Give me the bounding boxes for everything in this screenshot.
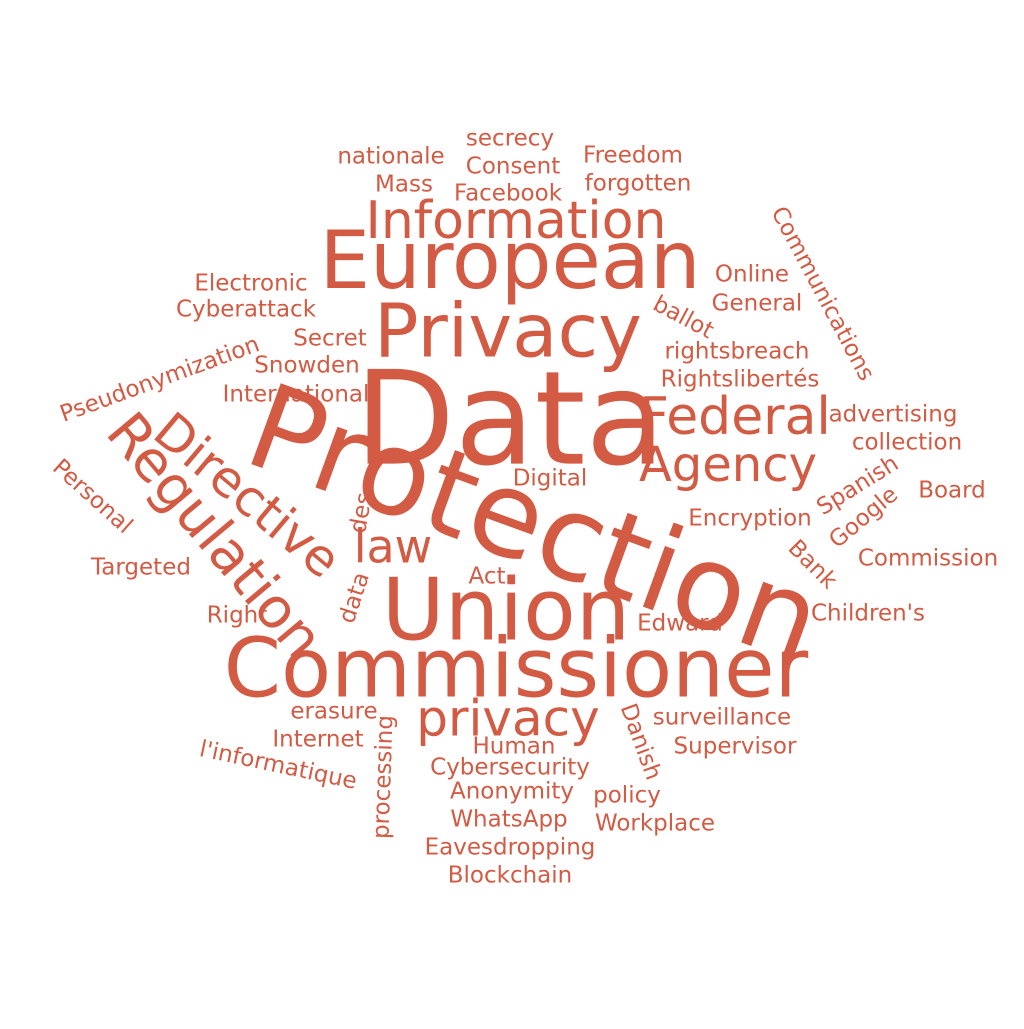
word-pseudonymization: Pseudonymization (57, 331, 263, 427)
word-secrecy: secrecy (466, 126, 554, 152)
word-board: Board (918, 478, 986, 504)
word-blockchain: Blockchain (448, 863, 573, 889)
word-cloud-words: DataProtectionUnionCommissionerEuropeanP… (47, 126, 998, 889)
word-information: Information (365, 191, 666, 251)
word-agency: Agency (639, 437, 817, 493)
word-law: law (354, 520, 433, 574)
word-rightsbreach: rightsbreach (664, 339, 809, 365)
word-privacy: Privacy (374, 289, 642, 375)
word-cyberattack: Cyberattack (176, 297, 317, 323)
word-secret: Secret (293, 326, 367, 352)
word-workplace: Workplace (595, 811, 715, 837)
word-processing: processing (368, 715, 398, 840)
word-supervisor: Supervisor (674, 734, 797, 760)
word-international: International (223, 382, 370, 408)
word-surveillance: surveillance (653, 705, 791, 731)
word-anonymity: Anonymity (450, 779, 574, 805)
word-online: Online (715, 262, 789, 288)
word-erasure: erasure (290, 699, 377, 725)
word-snowden: Snowden (254, 353, 359, 379)
word-union: Union (382, 560, 630, 660)
word-data: data (334, 569, 375, 626)
word-federal: Federal (639, 387, 831, 447)
word-encryption: Encryption (688, 506, 811, 532)
word-eavesdropping: Eavesdropping (425, 835, 596, 861)
word-right: Right (207, 603, 268, 629)
word-whatsapp: WhatsApp (450, 807, 567, 833)
word-policy: policy (593, 783, 661, 809)
word-privacy: privacy (416, 690, 600, 748)
word-commission: Commission (858, 546, 998, 572)
word-cybersecurity: Cybersecurity (430, 755, 590, 781)
word-mass: Mass (375, 172, 433, 198)
word-children-s: Children's (811, 601, 925, 627)
word-data: Data (355, 343, 665, 495)
word-human: Human (473, 734, 556, 760)
word-act: Act (469, 564, 506, 590)
word-facebook: Facebook (454, 181, 563, 207)
word-forgotten: forgotten (585, 171, 692, 197)
word-digital: Digital (513, 466, 588, 492)
word-freedom: Freedom (583, 143, 683, 169)
word-advertising: advertising (829, 402, 958, 428)
word-collection: collection (852, 430, 962, 456)
word-rightslibert-s: Rightslibertés (661, 367, 820, 393)
word-consent: Consent (466, 154, 560, 180)
word-general: General (712, 291, 803, 317)
word-commissioner: Commissioner (224, 621, 809, 716)
word-european: European (319, 214, 700, 307)
word-targeted: Targeted (90, 555, 191, 581)
word-electronic: Electronic (194, 271, 307, 297)
word-nationale: nationale (337, 144, 444, 170)
word-edward: Edward (637, 611, 723, 637)
word-internet: Internet (272, 727, 363, 753)
